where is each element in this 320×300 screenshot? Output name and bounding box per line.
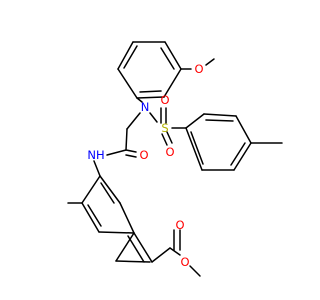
bond <box>190 131 204 165</box>
bond <box>125 128 128 151</box>
sulfonyl-oxygen-upper-label: O <box>160 93 169 107</box>
amide-oxygen-label: O <box>139 148 148 162</box>
bond <box>117 68 138 99</box>
bond <box>81 175 101 204</box>
bond <box>127 235 145 263</box>
bond <box>233 142 252 171</box>
bond <box>81 202 100 233</box>
bond <box>205 119 234 122</box>
bond <box>98 231 135 234</box>
bond <box>169 247 181 256</box>
bond <box>117 41 134 70</box>
ester-carbonyl-oxygen-label: O <box>175 218 184 232</box>
bond <box>133 232 153 263</box>
bond <box>93 160 101 177</box>
bond <box>163 68 182 98</box>
bond <box>115 232 135 262</box>
bond <box>100 182 115 204</box>
bond <box>136 96 165 99</box>
bond <box>115 260 151 263</box>
bond <box>126 112 141 130</box>
bond <box>139 90 162 93</box>
bond <box>164 41 182 70</box>
bond <box>160 47 175 70</box>
bond <box>125 154 137 158</box>
bond <box>123 45 138 69</box>
bond <box>185 113 205 129</box>
ester-ether-oxygen-label: O <box>180 255 189 269</box>
bond <box>166 131 173 144</box>
molecule-structure: O N S O O NH O O O <box>67 41 283 277</box>
bond <box>161 133 168 146</box>
bond <box>87 204 102 227</box>
bond <box>230 142 246 166</box>
bond <box>125 149 137 153</box>
bond <box>119 202 135 234</box>
atom-labels: O N S O O NH O O O <box>87 62 203 269</box>
sulfonyl-oxygen-lower-label: O <box>165 145 174 159</box>
methoxy-oxygen-label: O <box>194 62 203 76</box>
bond <box>185 127 203 171</box>
bond <box>203 113 237 117</box>
bond <box>136 97 143 103</box>
amide-nh-label: NH <box>87 148 104 162</box>
bond <box>99 175 121 204</box>
bond <box>205 58 215 66</box>
bonds <box>67 41 283 277</box>
sulfonamide-nitrogen-label: N <box>141 100 150 114</box>
bond <box>151 247 171 263</box>
bond <box>106 149 127 156</box>
bond <box>149 112 158 123</box>
bond <box>189 265 201 277</box>
bond <box>235 115 252 144</box>
sulfur-atom-label: S <box>161 121 168 135</box>
